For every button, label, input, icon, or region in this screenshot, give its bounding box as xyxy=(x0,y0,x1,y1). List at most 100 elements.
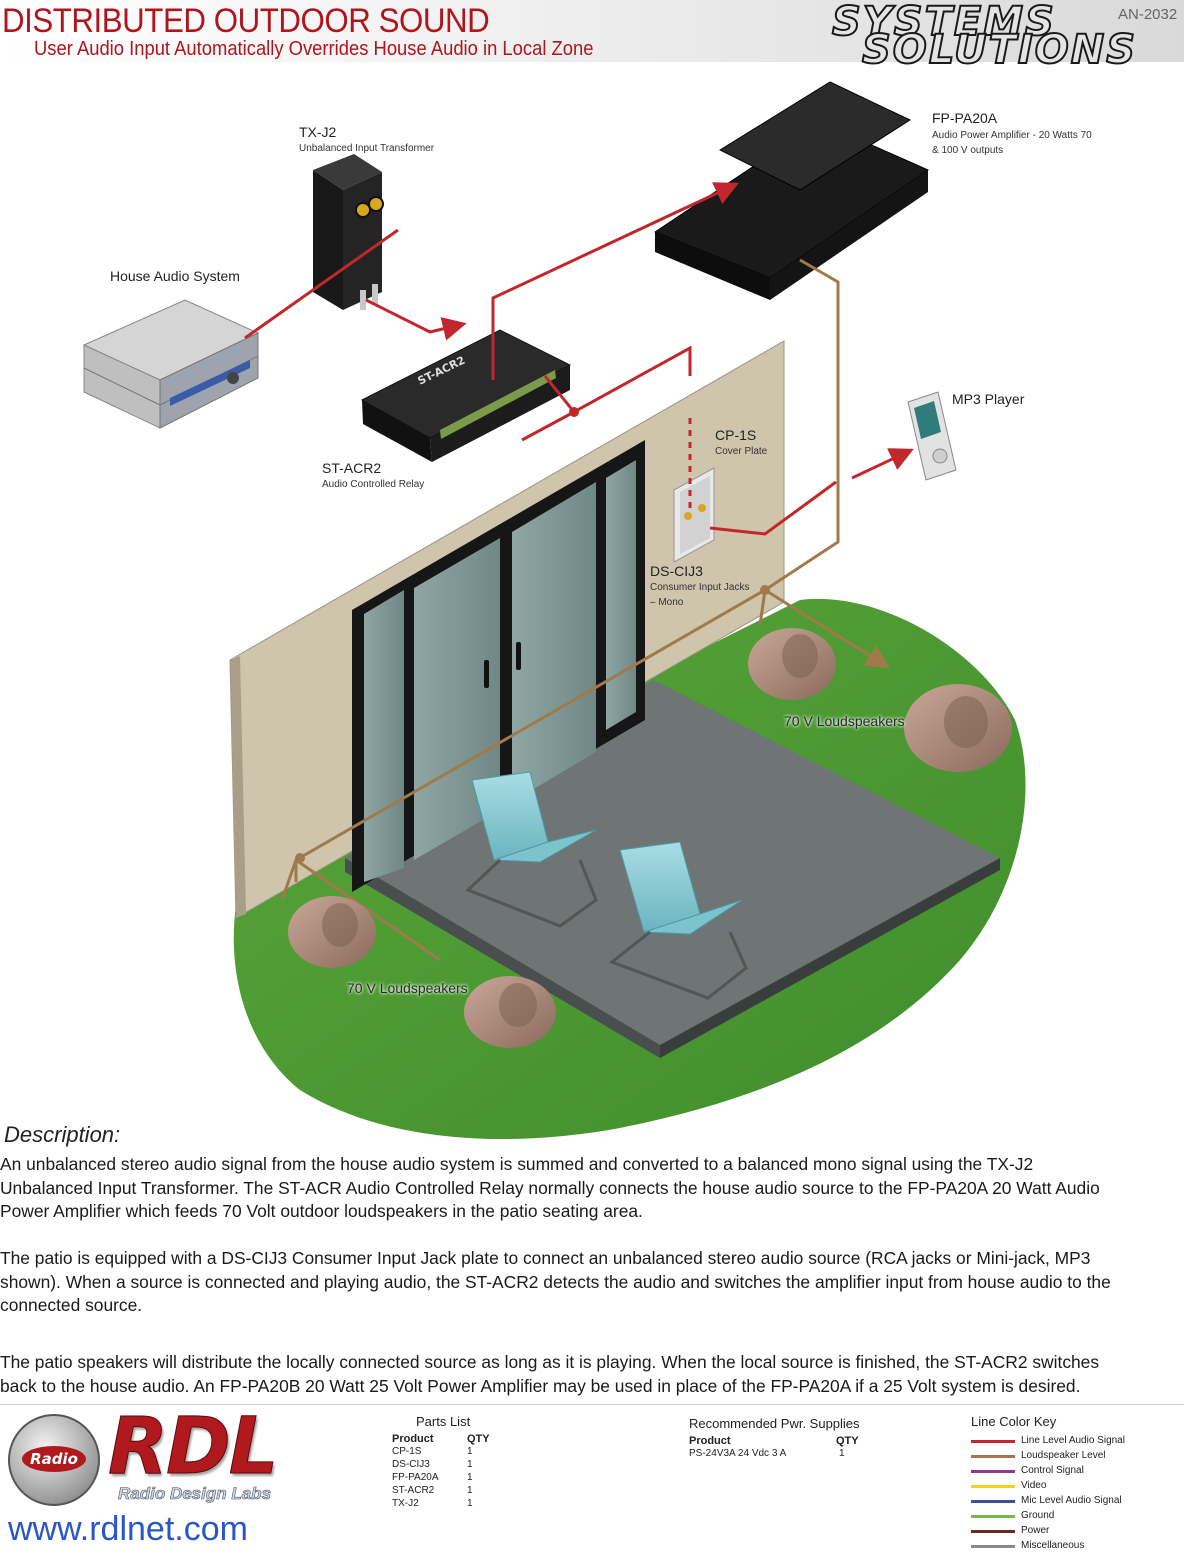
color-key-item: Loudspeaker Level xyxy=(971,1450,1171,1465)
table-row: DS-CIJ3 1 xyxy=(392,1458,532,1471)
parts-product: FP-PA20A xyxy=(392,1472,439,1483)
parts-product: DS-CIJ3 xyxy=(392,1459,430,1470)
parts-product: ST-ACR2 xyxy=(392,1485,435,1496)
description-line: The patio speakers will distribute the l… xyxy=(0,1352,1100,1372)
fp-pa20a-description-line1: Audio Power Amplifier - 20 Watts 70 xyxy=(932,130,1092,141)
description-paragraph-3: The patio speakers will distribute the l… xyxy=(0,1351,1184,1398)
house-audio-system-device xyxy=(82,299,260,429)
description-line: back to the house audio. An FP-PA20B 20 … xyxy=(0,1375,1081,1396)
rdl-tagline: Radio Design Labs xyxy=(118,1484,272,1504)
website-link[interactable]: www.rdlnet.com xyxy=(8,1510,248,1548)
st-acr2-label: ST-ACR2 xyxy=(322,460,382,476)
power-col-qty: QTY xyxy=(836,1435,859,1447)
brand-logo-line2: SOLUTIONS xyxy=(861,27,1138,73)
color-swatch xyxy=(971,1470,1015,1473)
description-line: connected source. xyxy=(0,1295,143,1315)
parts-col-product: Product xyxy=(392,1433,434,1445)
color-key-title: Line Color Key xyxy=(971,1414,1057,1429)
ds-cij3-description-line1: Consumer Input Jacks xyxy=(650,582,750,593)
description-heading: Description: xyxy=(4,1122,121,1147)
parts-product: TX-J2 xyxy=(392,1498,419,1509)
color-swatch xyxy=(971,1515,1015,1518)
table-row: TX-J2 1 xyxy=(392,1497,532,1510)
cp-1s-wall-plate xyxy=(673,467,715,563)
rdl-logo: RDL xyxy=(108,1402,280,1492)
power-qty: 1 xyxy=(839,1448,845,1459)
document-number: AN-2032 xyxy=(1118,6,1178,23)
description-line: An unbalanced stereo audio signal from t… xyxy=(0,1154,1034,1174)
color-key-item: Miscellaneous xyxy=(971,1540,1171,1555)
description-line: Power Amplifier which feeds 70 Volt outd… xyxy=(0,1201,643,1221)
power-supplies-title: Recommended Pwr. Supplies xyxy=(689,1416,860,1431)
house-audio-label: House Audio System xyxy=(110,268,240,284)
color-key-label: Line Level Audio Signal xyxy=(1021,1435,1125,1446)
mp3-player-label: MP3 Player xyxy=(952,391,1025,407)
ds-cij3-description-line2: – Mono xyxy=(650,597,684,608)
color-swatch xyxy=(971,1545,1015,1548)
rock-speaker-1 xyxy=(748,628,836,700)
fp-pa20a-amplifier xyxy=(653,81,930,300)
fp-pa20a-label: FP-PA20A xyxy=(932,110,998,126)
description-line: Unbalanced Input Transformer. The ST-ACR… xyxy=(0,1177,1100,1198)
rock-speaker-4 xyxy=(464,976,556,1048)
color-key-label: Mic Level Audio Signal xyxy=(1021,1495,1122,1506)
power-supplies-header: Product QTY xyxy=(689,1435,889,1447)
patio-chair-1 xyxy=(465,771,598,928)
speaker-level-cables xyxy=(280,258,891,962)
color-swatch xyxy=(971,1500,1015,1503)
fp-pa20a-description-line2: & 100 V outputs xyxy=(932,145,1004,156)
color-swatch xyxy=(971,1530,1015,1533)
ds-cij3-label: DS-CIJ3 xyxy=(650,563,703,579)
color-key-item: Ground xyxy=(971,1510,1171,1525)
tx-j2-device xyxy=(313,154,384,310)
tx-j2-description: Unbalanced Input Transformer xyxy=(299,143,435,154)
header-band xyxy=(0,0,1184,62)
page-subtitle: User Audio Input Automatically Overrides… xyxy=(34,38,594,60)
color-key-item: Mic Level Audio Signal xyxy=(971,1495,1171,1510)
color-key-label: Control Signal xyxy=(1021,1465,1084,1476)
color-key-label: Ground xyxy=(1021,1510,1055,1521)
color-key-item: Control Signal xyxy=(971,1465,1171,1480)
table-row: PS-24V3A 24 Vdc 3 A 1 xyxy=(689,1447,889,1460)
rock-speaker-3 xyxy=(288,896,376,968)
line-level-cables xyxy=(244,182,914,536)
patio-chair-2 xyxy=(608,841,748,1000)
parts-list: Parts List Product QTY CP-1S 1 DS-CIJ3 1 F… xyxy=(392,1414,532,1510)
color-key-label: Loudspeaker Level xyxy=(1021,1450,1106,1461)
parts-list-title: Parts List xyxy=(416,1414,471,1429)
color-key-items: Line Level Audio Signal Loudspeaker Leve… xyxy=(971,1435,1171,1555)
parts-list-header: Product QTY xyxy=(392,1433,532,1445)
color-key-label: Miscellaneous xyxy=(1021,1540,1085,1551)
power-supplies-list: Recommended Pwr. Supplies Product QTY PS… xyxy=(689,1416,889,1460)
radio-badge-text: Radio xyxy=(22,1446,86,1472)
rock-speaker-2 xyxy=(904,684,1012,772)
system-diagram: ST-ACR2 xyxy=(82,81,1026,1140)
parts-qty: 1 xyxy=(467,1472,473,1483)
color-key-item: Line Level Audio Signal xyxy=(971,1435,1171,1450)
parts-product: CP-1S xyxy=(392,1446,422,1457)
power-product: PS-24V3A 24 Vdc 3 A xyxy=(689,1448,787,1459)
description-paragraph-2: The patio is equipped with a DS-CIJ3 Con… xyxy=(0,1247,1184,1318)
description-paragraph-1: An unbalanced stereo audio signal from t… xyxy=(0,1153,1184,1224)
parts-qty: 1 xyxy=(467,1459,473,1470)
parts-qty: 1 xyxy=(467,1446,473,1457)
radio-badge-icon: Radio xyxy=(8,1414,100,1506)
table-row: CP-1S 1 xyxy=(392,1445,532,1458)
line-color-key: Line Color Key Line Level Audio Signal L… xyxy=(971,1414,1171,1551)
tx-j2-label: TX-J2 xyxy=(299,124,337,140)
page-title: DISTRIBUTED OUTDOOR SOUND xyxy=(2,2,490,40)
footer-divider xyxy=(0,1404,1184,1405)
table-row: FP-PA20A 1 xyxy=(392,1471,532,1484)
speakers-right-label: 70 V Loudspeakers xyxy=(784,713,905,729)
st-acr2-device: ST-ACR2 xyxy=(360,329,572,462)
description-line: The patio is equipped with a DS-CIJ3 Con… xyxy=(0,1248,1091,1268)
color-swatch xyxy=(971,1455,1015,1458)
color-key-item: Video xyxy=(971,1480,1171,1495)
cp-1s-description: Cover Plate xyxy=(715,446,768,457)
color-swatch xyxy=(971,1485,1015,1488)
cp-1s-label: CP-1S xyxy=(715,427,757,443)
color-key-label: Video xyxy=(1021,1480,1047,1491)
parts-qty: 1 xyxy=(467,1498,473,1509)
color-key-label: Power xyxy=(1021,1525,1050,1536)
